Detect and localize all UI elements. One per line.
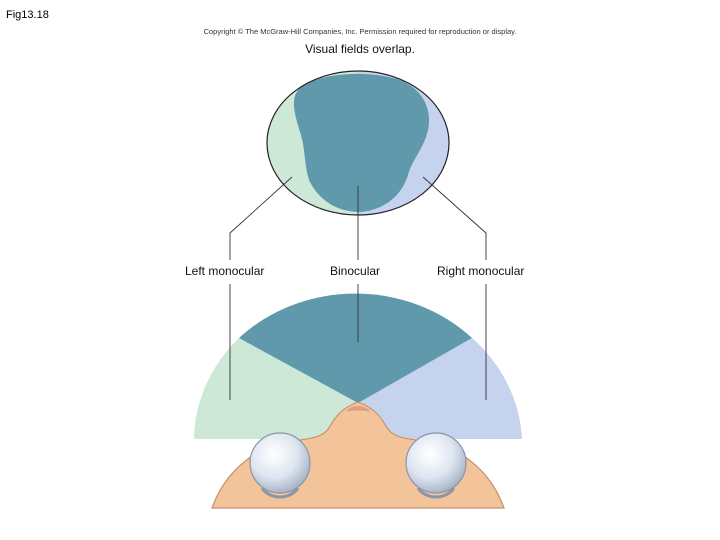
left-eye [249, 432, 311, 499]
leader-lines-bottom [229, 284, 487, 400]
fan-right-monocular [358, 338, 522, 439]
figure-number: Fig13.18 [6, 9, 49, 21]
leader-line-right [422, 176, 487, 260]
overlap-circle [266, 70, 450, 216]
diagram-title: Visual fields overlap. [305, 42, 415, 56]
label-right-monocular: Right monocular [437, 264, 525, 278]
leader-line-left [229, 176, 293, 260]
leader-lines-top [229, 176, 487, 260]
copyright-notice: Copyright © The McGraw-Hill Companies, I… [203, 27, 517, 36]
visual-field-fan [194, 293, 522, 439]
nose-tip [346, 406, 370, 412]
label-left-monocular: Left monocular [185, 264, 265, 278]
fan-binocular [239, 293, 472, 403]
label-binocular: Binocular [330, 264, 381, 278]
fan-left-monocular [194, 338, 358, 439]
binocular-area [293, 73, 430, 212]
right-eye [405, 432, 467, 499]
